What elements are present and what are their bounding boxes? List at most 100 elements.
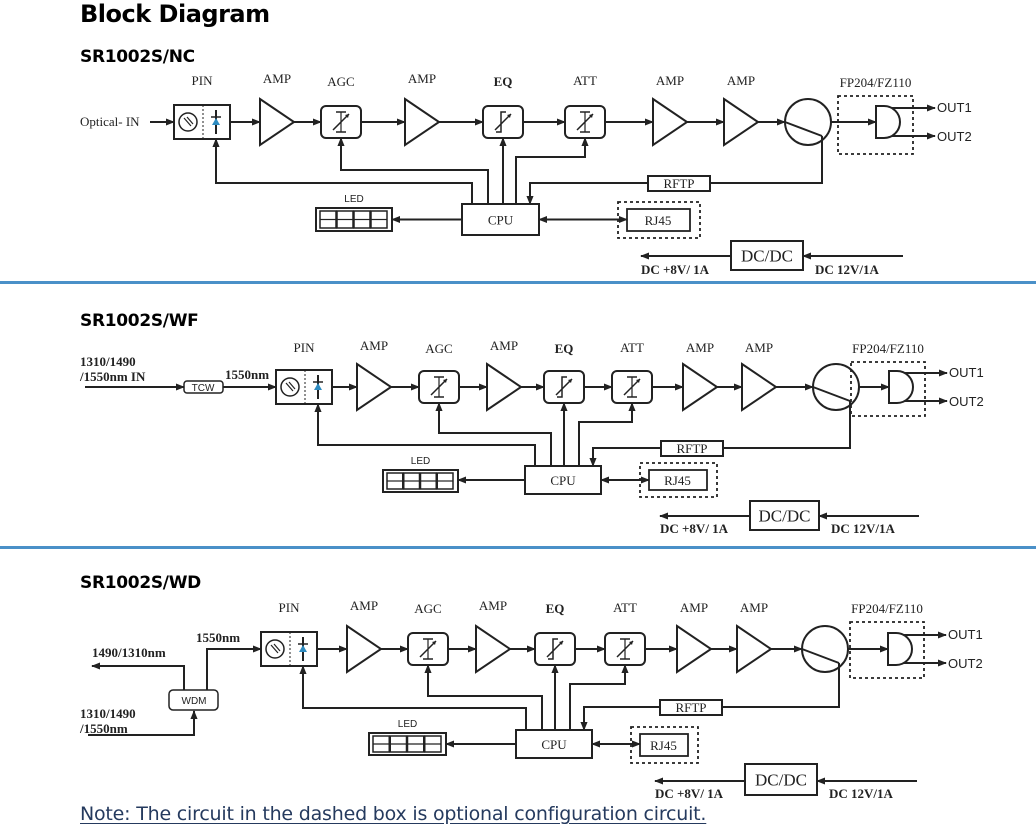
- amp-label: AMP: [408, 71, 436, 86]
- att-label: ATT: [613, 600, 637, 615]
- agc-control-line: [337, 137, 489, 204]
- amplifier-icon: [652, 97, 689, 147]
- coupler-icon: [812, 363, 860, 411]
- amp-label: AMP: [745, 340, 773, 355]
- eq-curve-icon: [557, 376, 567, 398]
- dc-in-label: DC 12V/1A: [815, 262, 880, 277]
- rj45-label: RJ45: [650, 738, 677, 753]
- dc-in-label: DC 12V/1A: [831, 521, 896, 536]
- amplifier-icon: [404, 97, 441, 147]
- light-arrow-icon: [270, 644, 279, 654]
- wdm-label: WDM: [182, 696, 207, 707]
- amp-label: AMP: [680, 600, 708, 615]
- eq-curve-icon: [496, 111, 506, 133]
- splitter-icon: [888, 370, 914, 404]
- pin-box: [173, 104, 231, 140]
- arrow-icon: [636, 379, 640, 383]
- eq-curve-icon: [548, 638, 558, 660]
- optional-output-box: [837, 95, 914, 155]
- amp-label: AMP: [686, 340, 714, 355]
- amp-label: AMP: [490, 338, 518, 353]
- rftp-line: [710, 136, 823, 184]
- agc-control-line: [424, 664, 543, 730]
- agc-control-line: [435, 402, 552, 466]
- input-line: [88, 710, 198, 736]
- section-separator: [0, 281, 1036, 284]
- wavelength-label: 1550nm: [196, 630, 240, 645]
- eq-label: EQ: [555, 341, 574, 356]
- fp-label: FP204/FZ110: [851, 601, 923, 616]
- optical-in-label: Optical- IN: [80, 114, 140, 129]
- amplifier-icon: [356, 362, 393, 412]
- amp-label: AMP: [740, 600, 768, 615]
- pin-label: PIN: [294, 340, 316, 355]
- amp-label: AMP: [263, 71, 291, 86]
- section-title-wf: SR1002S/WF: [80, 311, 199, 331]
- coupler-icon: [801, 625, 849, 673]
- att-label: ATT: [620, 340, 644, 355]
- pin-label: PIN: [279, 600, 301, 615]
- led-label: LED: [411, 456, 430, 467]
- dc-out-label: DC +8V/ 1A: [660, 521, 729, 536]
- arrow-icon: [345, 114, 349, 118]
- light-arrow-icon: [288, 381, 296, 390]
- input-label: 1310/1490: [80, 706, 136, 721]
- amplifier-icon: [486, 362, 523, 412]
- rj45-label: RJ45: [645, 213, 672, 228]
- eq-label: EQ: [546, 601, 565, 616]
- amp-label: AMP: [656, 73, 684, 88]
- diode-icon: [314, 383, 322, 390]
- pin-control-line: [299, 665, 527, 730]
- dcdc-label: DC/DC: [741, 247, 793, 266]
- att-label: ATT: [573, 73, 597, 88]
- light-arrow-icon: [285, 382, 294, 392]
- output-wavelength-label: 1490/1310nm: [92, 645, 166, 660]
- optional-output-box: [850, 361, 926, 417]
- light-arrow-icon: [183, 117, 192, 127]
- cpu-label: CPU: [550, 473, 576, 488]
- att-control-line: [578, 402, 636, 466]
- arrow-icon: [432, 641, 436, 645]
- eq-variable-icon: [546, 640, 564, 658]
- agc-label: AGC: [414, 601, 441, 616]
- arrow-icon: [568, 379, 572, 383]
- light-arrow-icon: [186, 116, 194, 125]
- pin-control-line: [212, 138, 473, 204]
- out1-label: OUT1: [949, 365, 984, 380]
- att-control-line: [515, 137, 589, 204]
- arrow-icon: [629, 641, 633, 645]
- arrow-icon: [443, 379, 447, 383]
- cpu-label: CPU: [541, 737, 567, 752]
- eq-variable-icon: [555, 378, 573, 396]
- rftp-to-cpu-line: [589, 447, 661, 467]
- tcw-label: TCW: [192, 383, 215, 394]
- out2-label: OUT2: [948, 656, 983, 671]
- note-text: Note: The circuit in the dashed box is o…: [80, 803, 707, 825]
- amplifier-icon: [682, 362, 719, 412]
- diode-icon: [212, 118, 220, 125]
- rftp-to-cpu-line: [526, 182, 648, 205]
- amplifier-icon: [676, 624, 713, 674]
- att-control-line: [569, 664, 629, 730]
- dcdc-label: DC/DC: [755, 771, 807, 790]
- rftp-label: RFTP: [676, 441, 707, 456]
- optional-output-box: [849, 621, 925, 679]
- arrow-icon: [589, 114, 593, 118]
- splitter-icon: [875, 105, 901, 139]
- coupler-tap: [801, 648, 840, 664]
- amplifier-icon: [741, 362, 778, 412]
- led-label: LED: [344, 194, 363, 205]
- amp-label: AMP: [479, 598, 507, 613]
- section-title-nc: SR1002S/NC: [80, 47, 195, 67]
- section-separator: [0, 546, 1036, 549]
- coupler-tap: [784, 121, 823, 137]
- splitter-icon: [887, 632, 913, 666]
- agc-label: AGC: [327, 74, 354, 89]
- fp-label: FP204/FZ110: [852, 341, 924, 356]
- coupler-icon: [784, 98, 832, 146]
- agc-label: AGC: [425, 341, 452, 356]
- light-arrow-icon: [273, 643, 281, 652]
- pin-control-line: [314, 403, 536, 466]
